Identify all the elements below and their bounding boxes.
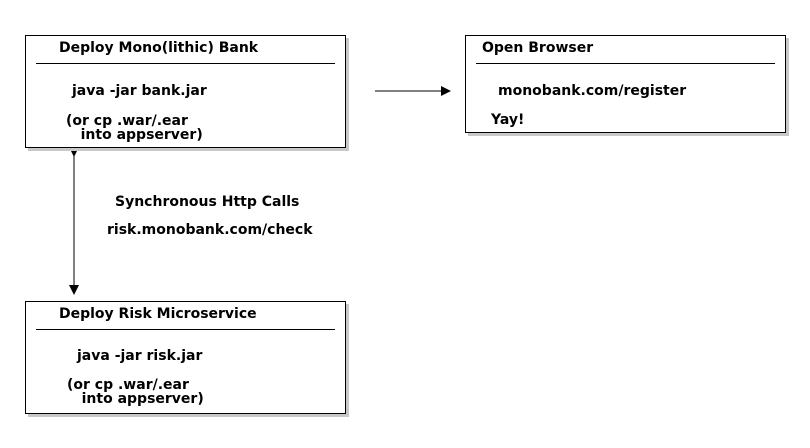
risk-alternative: (or cp .war/.ear into appserver) bbox=[67, 377, 204, 407]
risk-deploy-box: Deploy Risk Microservice java -jar risk.… bbox=[25, 301, 346, 414]
risk-box-title: Deploy Risk Microservice bbox=[59, 306, 257, 322]
bank-box-divider bbox=[36, 63, 335, 64]
bank-deploy-box: Deploy Mono(lithic) Bank java -jar bank.… bbox=[25, 35, 346, 148]
connection-label: Synchronous Http Calls bbox=[115, 194, 300, 210]
browser-box-divider bbox=[476, 63, 775, 64]
bank-box-title: Deploy Mono(lithic) Bank bbox=[59, 40, 259, 56]
connection-endpoint: risk.monobank.com/check bbox=[107, 222, 313, 238]
browser-box-title: Open Browser bbox=[482, 40, 594, 56]
browser-box: Open Browser monobank.com/register Yay! bbox=[465, 35, 786, 133]
risk-box-divider bbox=[36, 329, 335, 330]
browser-url: monobank.com/register bbox=[498, 83, 687, 99]
risk-command: java -jar risk.jar bbox=[77, 348, 203, 364]
bank-command: java -jar bank.jar bbox=[72, 83, 207, 99]
browser-result: Yay! bbox=[491, 112, 525, 128]
bank-alternative: (or cp .war/.ear into appserver) bbox=[66, 113, 203, 143]
